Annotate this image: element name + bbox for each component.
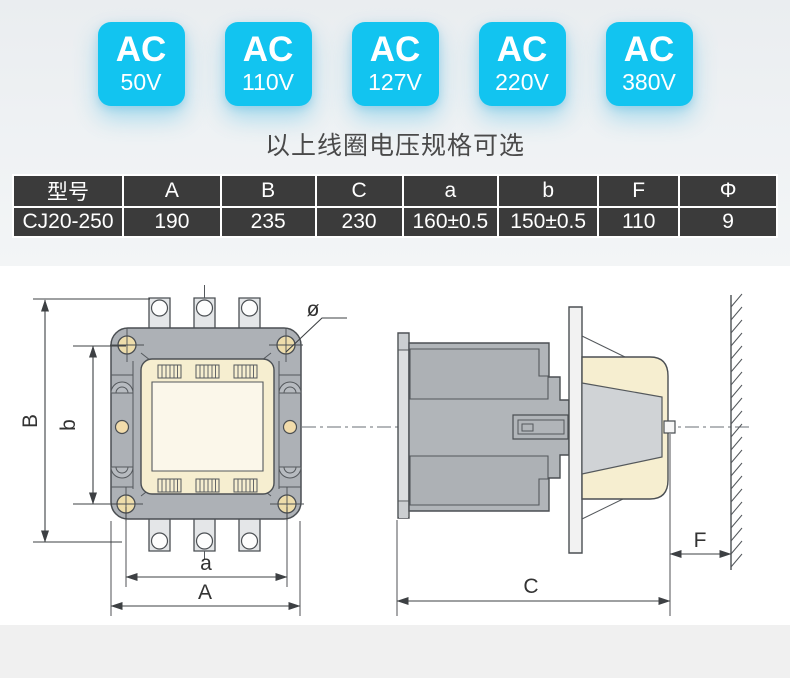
wall-hatching bbox=[731, 294, 742, 567]
header-area: AC 50V AC 110V AC 127V AC 220V AC 380V 以… bbox=[0, 0, 790, 266]
front-view bbox=[108, 285, 305, 559]
badge-voltage: 127V bbox=[368, 69, 422, 96]
bottom-strip bbox=[0, 625, 790, 678]
side-body-panel-bottom bbox=[410, 456, 548, 505]
cell-model: CJ20-250 bbox=[11, 206, 125, 238]
side-body-panel-top bbox=[410, 349, 548, 399]
spec-table-header-row: 型号 A B C a b F Φ bbox=[11, 174, 778, 208]
col-header-b: b bbox=[497, 174, 600, 208]
side-pin-right bbox=[284, 421, 297, 434]
voltage-badge-380v: AC 380V bbox=[605, 22, 693, 106]
side-flange bbox=[398, 333, 409, 518]
badge-label: AC bbox=[242, 30, 294, 70]
voltage-badge-220v: AC 220V bbox=[478, 22, 566, 106]
cell-a: 160±0.5 bbox=[401, 206, 500, 238]
dim-label-F: F bbox=[694, 529, 707, 552]
front-flange-lines bbox=[111, 361, 301, 489]
badge-voltage: 50V bbox=[120, 69, 162, 96]
front-panel-window bbox=[152, 382, 263, 471]
side-pin-left bbox=[116, 421, 129, 434]
badge-label: AC bbox=[623, 30, 675, 70]
voltage-badge-110v: AC 110V bbox=[224, 22, 312, 106]
diameter-leader bbox=[286, 318, 347, 352]
badge-voltage: 110V bbox=[241, 69, 294, 96]
cell-phi: 9 bbox=[678, 206, 778, 238]
badge-voltage: 220V bbox=[495, 69, 549, 96]
badge-label: AC bbox=[496, 30, 548, 70]
badge-label: AC bbox=[369, 30, 421, 70]
coil-voltage-caption: 以上线圈电压规格可选 bbox=[264, 132, 525, 160]
side-head-nub bbox=[664, 421, 675, 433]
cell-F: 110 bbox=[597, 206, 681, 238]
mounting-plate bbox=[569, 307, 582, 553]
cell-A: 190 bbox=[122, 206, 222, 238]
side-latch bbox=[513, 415, 568, 439]
spec-table-row: CJ20-250 190 235 230 160±0.5 150±0.5 110… bbox=[11, 206, 778, 238]
mounting-wall bbox=[731, 294, 742, 570]
col-header-phi: Φ bbox=[678, 174, 778, 208]
col-header-A: A bbox=[122, 174, 222, 208]
dimensions: B b a A C F ø bbox=[19, 298, 732, 616]
side-view bbox=[398, 294, 742, 570]
dim-label-B: B bbox=[19, 414, 42, 428]
col-header-a: a bbox=[401, 174, 500, 208]
voltage-badges: AC 50V AC 110V AC 127V AC 220V AC 380V bbox=[0, 22, 790, 106]
terminals-bottom bbox=[149, 517, 260, 559]
side-flange-tab-bottom bbox=[399, 502, 408, 518]
cell-C: 230 bbox=[314, 206, 404, 238]
cone-lines bbox=[582, 336, 625, 519]
dim-label-A: A bbox=[198, 581, 212, 604]
badge-label: AC bbox=[115, 30, 167, 70]
col-header-C: C bbox=[314, 174, 404, 208]
col-header-F: F bbox=[597, 174, 681, 208]
badge-voltage: 380V bbox=[622, 69, 676, 96]
terminals-top bbox=[149, 285, 260, 330]
dim-label-b: b bbox=[57, 419, 80, 431]
cell-B: 235 bbox=[219, 206, 317, 238]
cell-b: 150±0.5 bbox=[497, 206, 600, 238]
dim-label-C: C bbox=[523, 575, 538, 598]
voltage-badge-127v: AC 127V bbox=[351, 22, 439, 106]
diameter-symbol: ø bbox=[307, 298, 320, 321]
spec-table: 型号 A B C a b F Φ CJ20-250 190 235 230 16… bbox=[11, 174, 778, 238]
voltage-badge-50v: AC 50V bbox=[97, 22, 185, 106]
col-header-model: 型号 bbox=[11, 174, 125, 208]
col-header-B: B bbox=[219, 174, 317, 208]
side-head-core bbox=[582, 383, 662, 474]
side-flange-tab-top bbox=[399, 334, 408, 350]
dim-label-a: a bbox=[200, 552, 212, 575]
